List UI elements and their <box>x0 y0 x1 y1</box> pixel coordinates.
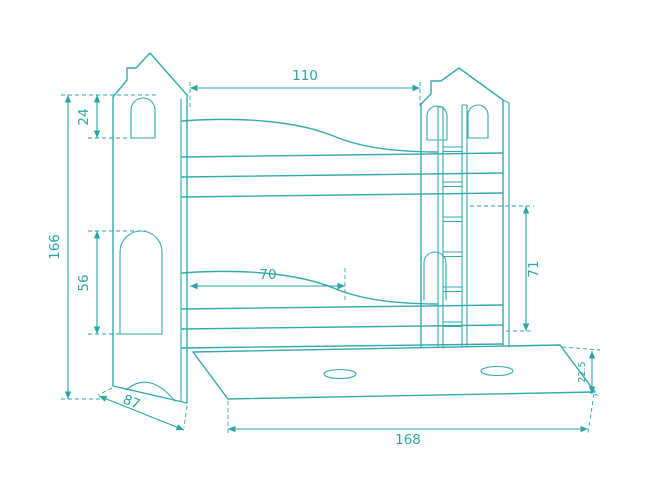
ladder-rung <box>442 286 463 293</box>
lower-bunk-rail <box>181 304 504 310</box>
ladder-rung <box>442 146 463 153</box>
lower-bunk-rail-2 <box>181 324 504 330</box>
dimension-label: 110 <box>292 68 318 84</box>
drawer-handle-right <box>480 365 514 377</box>
ladder <box>437 104 468 349</box>
ladder-rung <box>442 181 463 188</box>
upper-mattress-curve <box>181 118 439 153</box>
ladder-rung <box>442 321 463 328</box>
dimension-lower-window-height: 56 <box>76 230 163 335</box>
drawer-handle-left <box>323 368 357 380</box>
left-panel-upper-window <box>130 97 156 139</box>
right-panel-arch-cutout <box>423 251 447 301</box>
lower-bunk <box>181 270 504 349</box>
upper-bunk-underside <box>181 192 504 198</box>
right-panel-window-left <box>426 105 448 141</box>
dimension-label: 56 <box>76 274 92 291</box>
drawer-front <box>192 344 596 400</box>
dimension-bunk-clearance: 71 <box>470 205 542 332</box>
dimension-total-length: 168 <box>227 393 595 448</box>
dimension-label: 87 <box>121 392 143 413</box>
dimension-lower-bunk-inset: 70 <box>190 267 346 303</box>
dimension-label: 168 <box>395 432 421 448</box>
upper-bunk <box>181 118 504 198</box>
dimension-top-opening-width: 110 <box>189 68 421 110</box>
ladder-rung <box>442 251 463 258</box>
left-house-panel <box>112 52 188 404</box>
dimension-label: 70 <box>259 267 276 283</box>
upper-bunk-rail-2 <box>181 172 504 178</box>
lower-bunk-base <box>181 343 504 349</box>
dimension-depth: 87 <box>97 387 188 431</box>
ladder-rail-right <box>461 104 468 347</box>
dimension-label: 71 <box>526 260 542 277</box>
lower-mattress-curve <box>181 270 439 305</box>
left-panel-feet-arch <box>125 381 176 402</box>
bed-drawing <box>112 52 596 404</box>
drawer <box>192 344 596 400</box>
extension-line <box>561 346 601 351</box>
dimension-total-height: 166 <box>47 95 107 400</box>
dimension-upper-window-height: 24 <box>61 94 157 139</box>
extension-line <box>587 393 595 434</box>
left-panel-lower-window <box>119 230 163 335</box>
upper-bunk-rail <box>181 152 504 158</box>
dimension-label: 24 <box>76 108 92 125</box>
ladder-rail-left <box>437 106 444 349</box>
dimension-line <box>98 395 185 431</box>
right-panel-window-right <box>467 104 489 139</box>
right-house-panel <box>420 67 504 348</box>
extension-line <box>183 405 188 429</box>
right-panel-edge <box>502 99 510 348</box>
dimension-drawer-height: 22.5 <box>561 346 601 397</box>
ladder-rung <box>442 216 463 223</box>
dimension-label: 22.5 <box>577 361 588 382</box>
extension-line <box>97 387 113 396</box>
dimension-label: 166 <box>47 234 63 260</box>
